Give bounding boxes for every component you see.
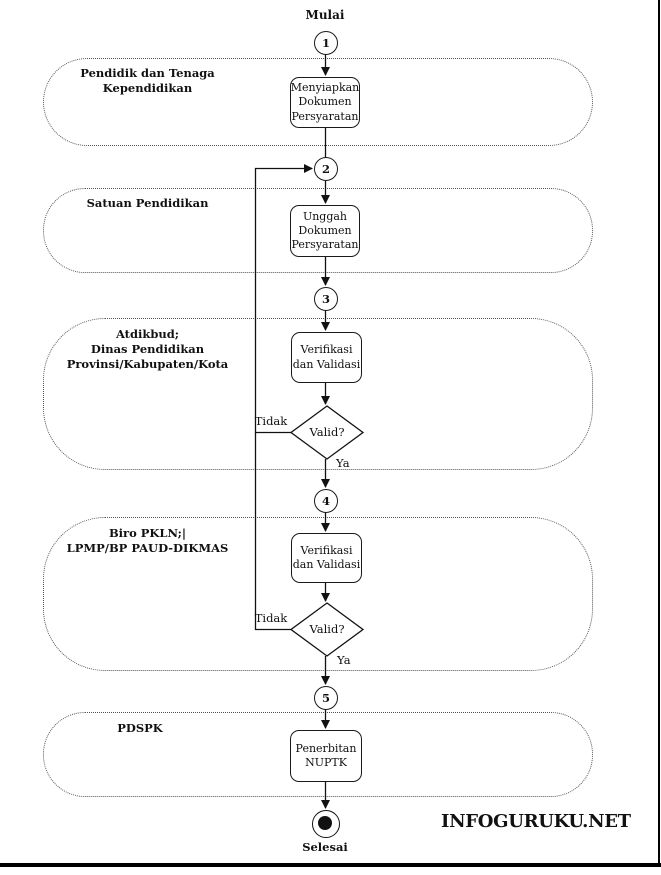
end-node-fill [318,816,332,830]
end-node [312,810,340,838]
swimlane-pendidik-label: Pendidik dan Tenaga Kependidikan [80,66,215,95]
connector-circle-4: 4 [314,489,338,513]
page-frame-right [658,0,660,866]
decision-valid-1-label: Valid? [309,425,345,439]
decision-valid-2-label: Valid? [309,622,345,636]
activity-unggah-dokumen: Unggah Dokumen Persyaratan [290,205,360,257]
swimlane-pdspk [43,712,593,797]
end-label: Selesai [302,840,348,854]
connector-circle-1: 1 [314,31,338,55]
activity-menyiapkan-dokumen: Menyiapkan Dokumen Persyaratan [290,77,360,128]
connector-circle-5: 5 [314,686,338,710]
branch-no-1-label: Tidak [254,414,288,428]
swimlane-satuan-pendidikan [43,188,593,273]
swimlane-pendidik [43,58,593,146]
page-frame-bottom [0,863,661,867]
activity-penerbitan-nuptk: Penerbitan NUPTK [290,730,362,782]
swimlane-biro-pkln-label: Biro PKLN;| LPMP/BP PAUD-DIKMAS [66,526,229,555]
connector-circle-3: 3 [314,287,338,311]
branch-yes-2-label: Ya [337,653,351,667]
branch-no-2-label: Tidak [254,611,288,625]
swimlane-pdspk-label: PDSPK [117,721,163,735]
activity-verifikasi-validasi-1: Verifikasi dan Validasi [291,332,362,383]
swimlane-dinas-pendidikan [43,318,593,470]
start-label: Mulai [305,8,345,22]
swimlane-satuan-pendidikan-label: Satuan Pendidikan [86,196,209,210]
site-watermark: INFOGURUKU.NET [441,811,631,832]
activity-verifikasi-validasi-2: Verifikasi dan Validasi [291,533,362,583]
swimlane-biro-pkln [43,517,593,671]
swimlane-dinas-pendidikan-label: Atdikbud; Dinas Pendidikan Provinsi/Kabu… [66,327,229,371]
connector-circle-2: 2 [314,157,338,181]
branch-yes-1-label: Ya [336,456,350,470]
